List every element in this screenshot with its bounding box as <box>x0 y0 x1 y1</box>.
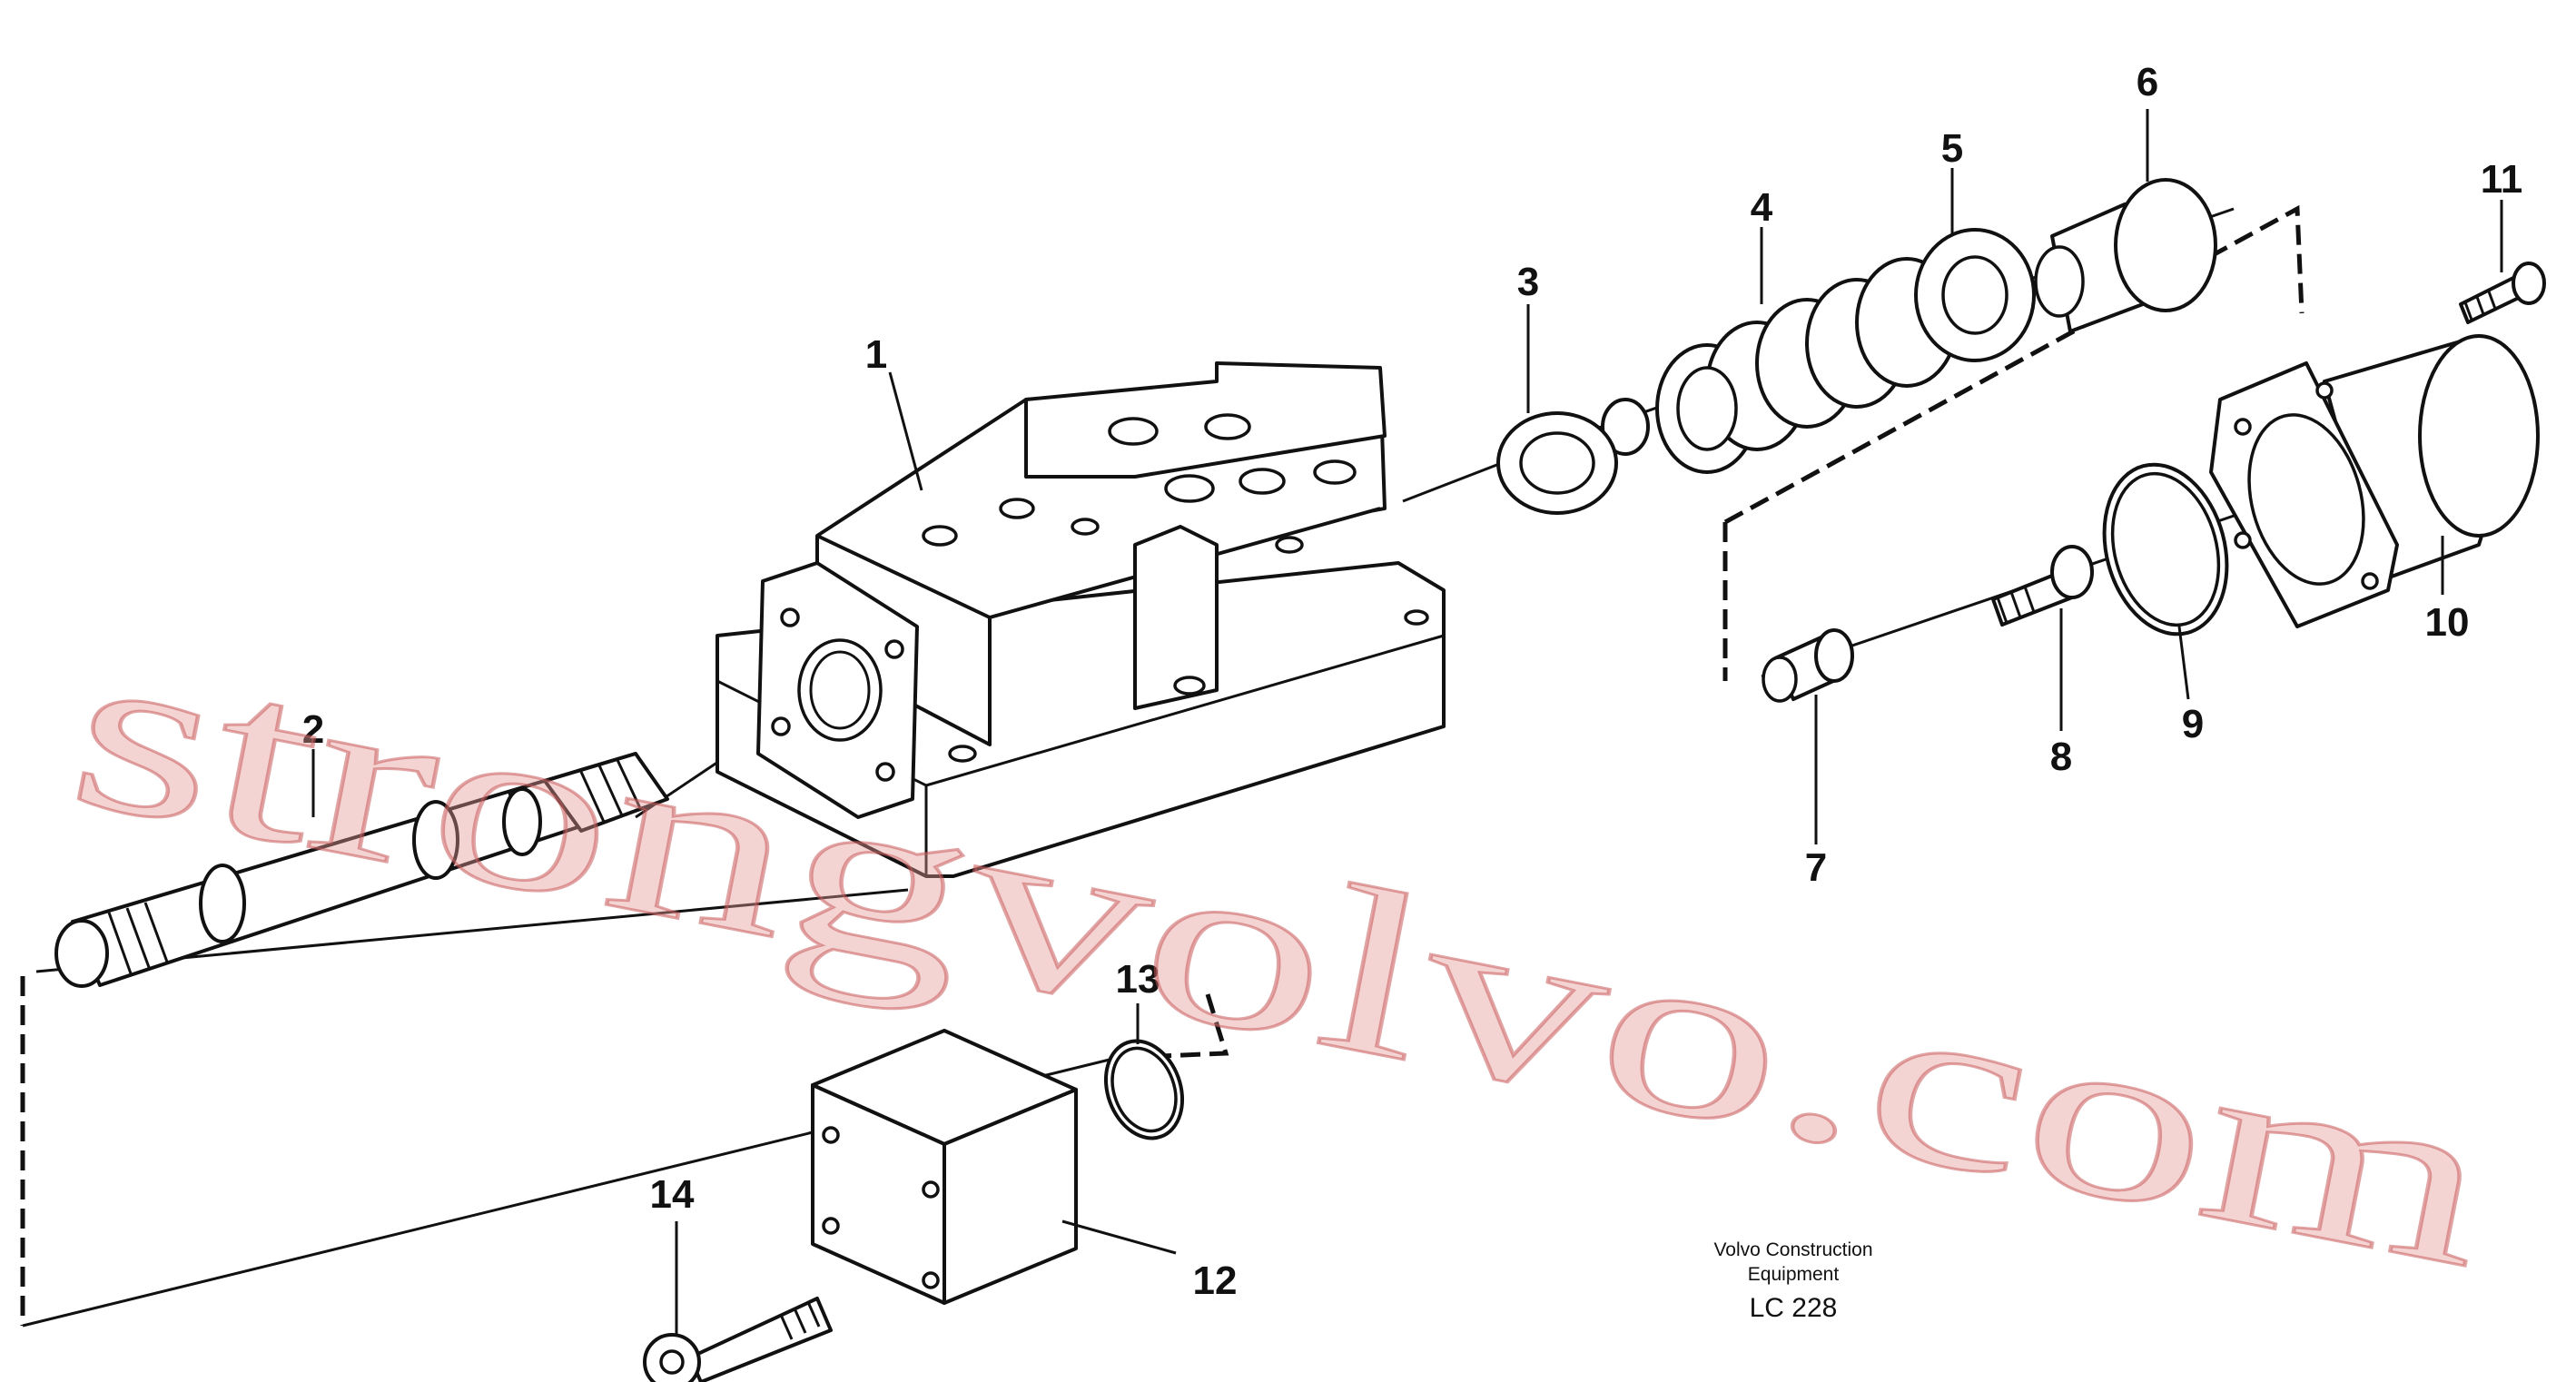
callout-1: 1 <box>865 332 887 377</box>
o-ring-9 <box>2102 462 2229 637</box>
port-hole <box>1204 413 1251 440</box>
callout-4: 4 <box>1751 185 1773 230</box>
screw-8 <box>1991 545 2094 627</box>
port-hole <box>1071 518 1100 536</box>
callout-6: 6 <box>2137 60 2158 104</box>
spring <box>1655 257 1959 474</box>
port-hole <box>1239 468 1286 495</box>
port-hole <box>1164 474 1215 503</box>
callout-14: 14 <box>650 1172 695 1217</box>
cap-block <box>811 1029 1078 1305</box>
callout-13: 13 <box>1116 957 1160 1002</box>
spool <box>54 752 669 988</box>
screw-11 <box>2459 262 2546 324</box>
port-hole <box>1275 536 1304 554</box>
callout-2: 2 <box>302 707 324 752</box>
callout-12: 12 <box>1193 1259 1238 1303</box>
washer <box>1914 228 2036 362</box>
callout-7: 7 <box>1805 845 1827 890</box>
cover <box>2209 334 2540 628</box>
callout-10: 10 <box>2425 600 2470 645</box>
leader-lines <box>311 109 2503 1335</box>
o-ring-13 <box>1103 1039 1185 1140</box>
caption-line-1: Volvo Construction <box>1713 1239 1872 1260</box>
callout-5: 5 <box>1941 126 1963 171</box>
callout-8: 8 <box>2050 735 2072 779</box>
callout-3: 3 <box>1517 260 1539 304</box>
callout-11: 11 <box>2481 157 2523 202</box>
bushing <box>1762 628 1854 703</box>
port-hole <box>1313 459 1357 485</box>
caption-line-2: Equipment <box>1748 1264 1840 1285</box>
spring-seat <box>1496 398 1650 515</box>
callout-9: 9 <box>2182 702 2204 746</box>
port-hole <box>922 525 958 547</box>
diagram-caption: Volvo Construction Equipment LC 228 <box>1713 1239 1872 1323</box>
caption-code: LC 228 <box>1750 1293 1838 1323</box>
port-hole <box>999 498 1035 519</box>
callout-labels: 1 2 3 4 5 6 7 8 9 10 11 12 13 14 <box>302 60 2523 1303</box>
valve-section-housing <box>716 361 1446 878</box>
cap-screw-14 <box>643 1297 833 1382</box>
port-hole <box>1108 417 1159 446</box>
flanged-sleeve <box>2034 178 2217 333</box>
